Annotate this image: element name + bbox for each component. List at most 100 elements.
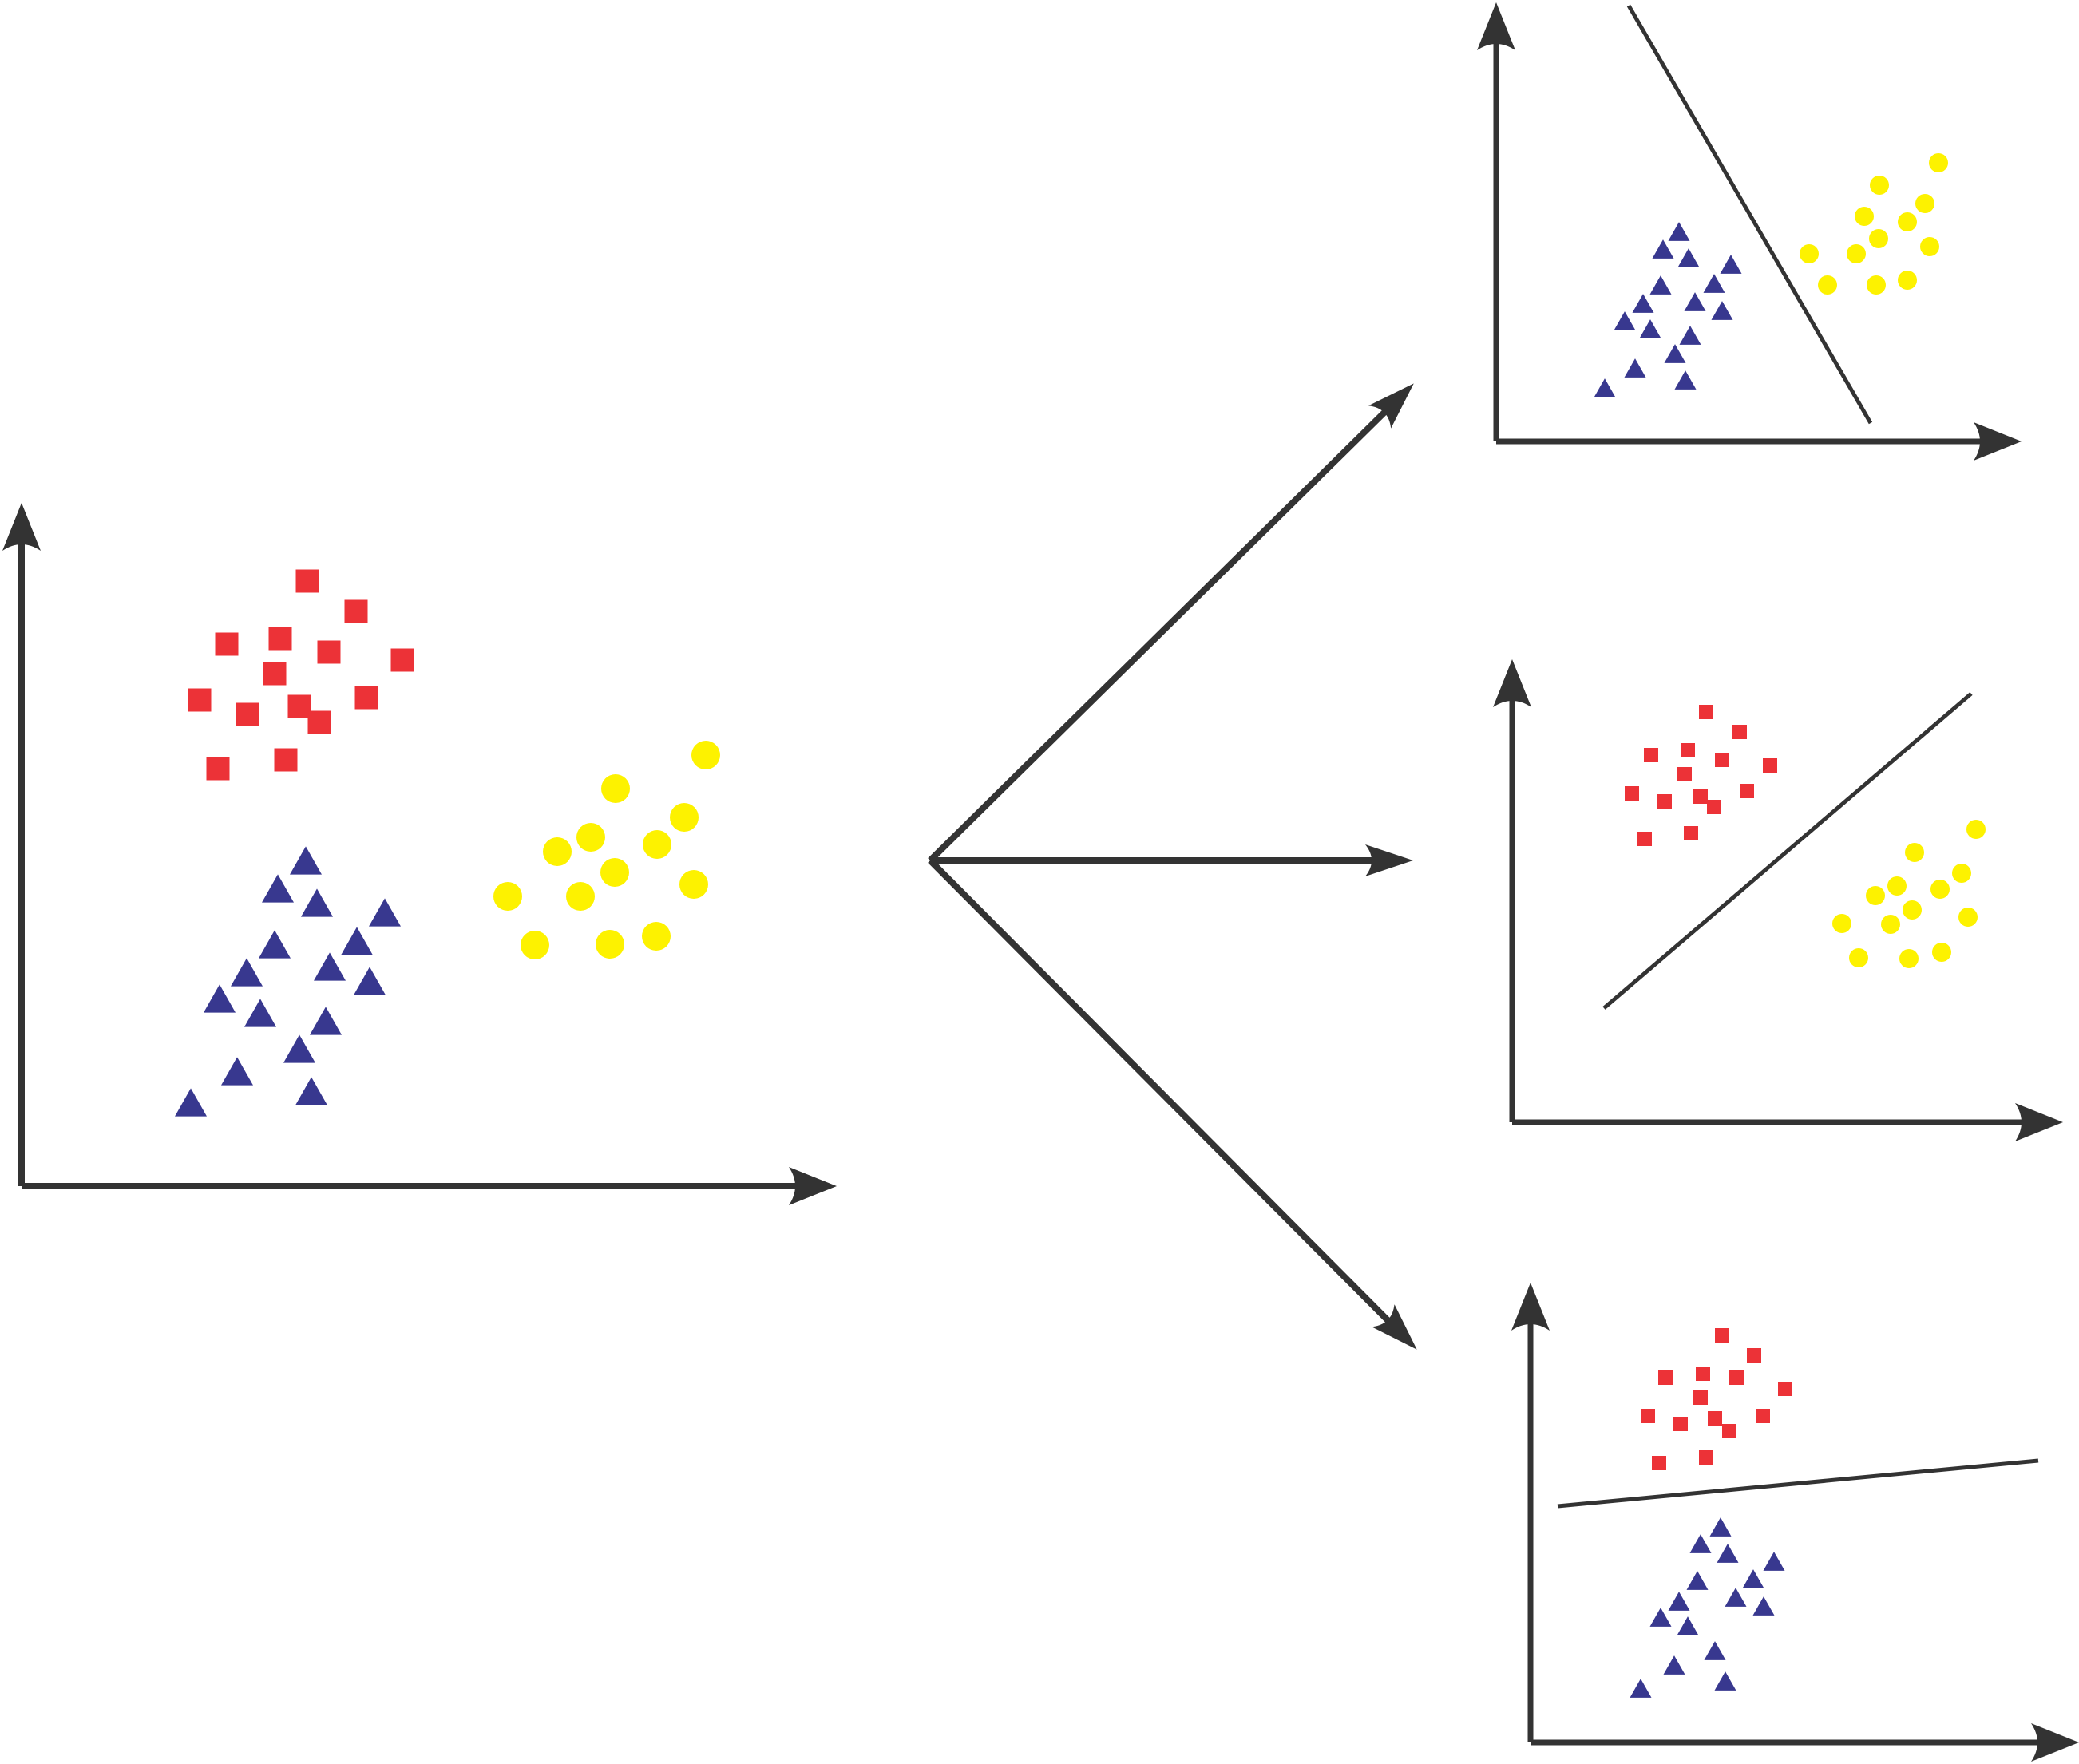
circle-marker-icon xyxy=(596,930,624,959)
circle-marker-icon xyxy=(600,858,629,887)
triangle-marker-icon xyxy=(1677,1616,1699,1635)
square-marker-icon xyxy=(1677,767,1692,781)
square-marker-icon xyxy=(1715,753,1729,767)
triangle-marker-icon xyxy=(1663,1655,1685,1675)
square-marker-icon xyxy=(1693,789,1708,804)
square-marker-icon xyxy=(1693,1390,1708,1405)
triangle-marker-icon xyxy=(354,967,386,995)
circle-marker-icon xyxy=(1915,194,1934,213)
circle-marker-icon xyxy=(1932,943,1951,962)
square-marker-icon xyxy=(1699,1450,1713,1465)
square-marker-icon xyxy=(1657,794,1672,809)
circle-marker-icon xyxy=(1847,244,1866,263)
x-axis-arrow-icon xyxy=(2031,1723,2079,1762)
square-marker-icon xyxy=(1658,1370,1673,1385)
triangle-marker-icon xyxy=(1752,1596,1775,1616)
circle-marker-icon xyxy=(1905,843,1924,862)
circle-marker-icon xyxy=(1800,244,1819,263)
circle-marker-icon xyxy=(1887,876,1907,896)
triangle-marker-icon xyxy=(1684,292,1706,311)
square-marker-icon xyxy=(295,569,319,593)
circle-marker-icon xyxy=(1966,820,1986,839)
circle-marker-icon xyxy=(643,830,671,859)
triangle-marker-icon xyxy=(341,927,373,955)
triangle-marker-icon xyxy=(1677,248,1700,267)
circle-marker-icon xyxy=(1818,275,1837,295)
square-marker-icon xyxy=(1715,1328,1729,1343)
square-marker-icon xyxy=(354,686,378,710)
square-marker-icon xyxy=(206,757,230,781)
triangle-marker-icon xyxy=(1717,1544,1739,1563)
circle-marker-icon xyxy=(1855,207,1874,226)
square-marker-icon xyxy=(1778,1382,1792,1396)
branch-arrow-bottom xyxy=(928,858,1417,1350)
triangle-marker-icon xyxy=(1679,326,1701,345)
square-marker-icon xyxy=(1673,1417,1688,1431)
plot-square-vs-triangle xyxy=(1511,1283,2079,1762)
square-marker-icon xyxy=(263,662,287,686)
square-marker-icon xyxy=(1722,1424,1736,1438)
triangle-marker-icon xyxy=(259,930,291,959)
circle-marker-icon xyxy=(1832,914,1851,933)
triangle-marker-icon xyxy=(295,1077,327,1105)
triangle-marker-icon xyxy=(1652,239,1674,259)
circle-marker-icon xyxy=(1952,864,1971,883)
triangle-marker-icon xyxy=(204,984,236,1013)
square-marker-icon xyxy=(317,640,341,664)
triangle-marker-icon xyxy=(283,1034,315,1063)
triangle-marker-icon xyxy=(1594,378,1616,397)
circle-marker-icon xyxy=(1898,271,1917,290)
y-axis-arrow-icon xyxy=(1477,2,1515,50)
circle-marker-icon xyxy=(601,774,630,803)
square-marker-icon xyxy=(1625,786,1639,801)
triangle-marker-icon xyxy=(221,1057,253,1086)
plot-square-vs-circle xyxy=(1493,659,2063,1141)
triangle-marker-icon xyxy=(1632,294,1654,313)
triangle-marker-icon xyxy=(1668,222,1690,241)
circle-marker-icon xyxy=(1898,212,1917,231)
triangle-marker-icon xyxy=(244,999,276,1027)
circle-marker-icon xyxy=(670,803,699,832)
circle-marker-icon xyxy=(1849,948,1868,967)
triangle-marker-icon xyxy=(314,952,346,981)
square-marker-icon xyxy=(268,627,292,651)
y-axis-arrow-icon xyxy=(1511,1283,1550,1331)
triangle-marker-icon xyxy=(1664,344,1686,363)
triangle-marker-icon xyxy=(1668,1592,1690,1611)
square-marker-icon xyxy=(1696,1367,1710,1381)
circle-marker-icon xyxy=(1930,880,1950,899)
triangle-marker-icon xyxy=(301,888,333,917)
circle-marker-icon xyxy=(691,741,720,769)
circle-marker-icon xyxy=(1958,908,1978,927)
circle-marker-icon xyxy=(1866,886,1885,905)
x-axis-arrow-icon xyxy=(2015,1103,2063,1141)
square-marker-icon xyxy=(274,748,298,772)
triangle-marker-icon xyxy=(1703,274,1725,293)
circle-marker-icon xyxy=(1870,176,1889,195)
triangle-marker-icon xyxy=(1639,319,1661,338)
triangle-marker-icon xyxy=(1630,1679,1652,1698)
decision-boundary xyxy=(1557,1458,2039,1509)
circle-marker-icon xyxy=(493,882,522,911)
square-marker-icon xyxy=(287,694,311,718)
triangle-marker-icon xyxy=(1763,1552,1785,1571)
triangle-marker-icon xyxy=(1711,301,1733,320)
square-marker-icon xyxy=(215,632,239,656)
y-axis-arrow-icon xyxy=(1493,659,1531,707)
square-marker-icon xyxy=(1729,1370,1744,1385)
square-marker-icon xyxy=(188,688,212,712)
square-marker-icon xyxy=(1708,1411,1722,1426)
branch-arrow-top xyxy=(928,383,1414,863)
square-marker-icon xyxy=(1747,1348,1761,1363)
square-marker-icon xyxy=(1756,1409,1770,1423)
square-marker-icon xyxy=(1641,1409,1655,1423)
circle-marker-icon xyxy=(1920,237,1939,256)
square-marker-icon xyxy=(1732,725,1747,739)
triangle-marker-icon xyxy=(1624,358,1646,378)
square-marker-icon xyxy=(390,648,414,672)
triangle-marker-icon xyxy=(1725,1588,1747,1607)
triangle-marker-icon xyxy=(1674,370,1697,390)
circle-marker-icon xyxy=(1929,153,1948,172)
square-marker-icon xyxy=(1699,705,1713,719)
